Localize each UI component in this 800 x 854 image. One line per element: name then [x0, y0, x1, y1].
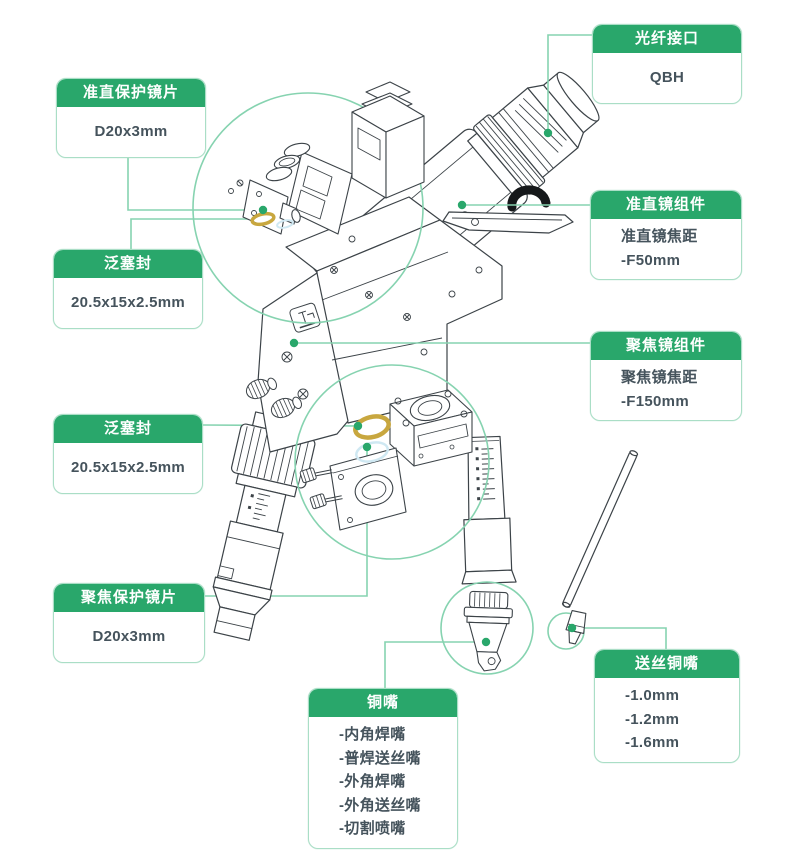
leader-lines-front	[294, 34, 592, 344]
callout-seal-top: 泛塞封 20.5x15x2.5mm	[53, 249, 203, 329]
clamp-bracket	[329, 447, 407, 531]
oring-seal-top	[250, 211, 276, 227]
housing-screws	[281, 235, 483, 400]
callout-value: -F50mm	[621, 251, 681, 269]
lower-barrel	[212, 411, 316, 641]
callout-wire-nozzle: 送丝铜嘴 -1.0mm -1.2mm -1.6mm	[594, 649, 740, 763]
oring-seal-bottom	[353, 414, 391, 440]
focus-exploded	[299, 389, 473, 531]
callout-focus-assembly: 聚焦镜组件 聚焦镜焦距 -F150mm	[590, 331, 742, 421]
callout-value: -内角焊嘴	[339, 726, 406, 743]
callout-title: 准直保护镜片	[57, 79, 205, 107]
dot-collimator-assembly	[457, 200, 467, 210]
wire-guide-rod	[561, 450, 639, 608]
leader-fiber	[547, 34, 592, 133]
callout-title: 送丝铜嘴	[595, 650, 739, 678]
callout-value: 准直镜焦距	[621, 228, 698, 245]
thumb-screw-2	[309, 493, 343, 510]
callout-value: 20.5x15x2.5mm	[71, 459, 185, 476]
adjust-knob-2	[270, 396, 303, 419]
dot-focus-assembly	[289, 338, 299, 348]
dot-fiber	[543, 128, 553, 138]
callout-value: -外角送丝嘴	[339, 796, 421, 814]
callout-title: 铜嘴	[309, 689, 457, 717]
dot-focus-lens	[362, 442, 372, 452]
trigger	[507, 185, 551, 212]
callout-value: -1.6mm	[625, 734, 680, 751]
callout-collimator-assembly: 准直镜组件 准直镜焦距 -F50mm	[590, 190, 742, 280]
focus-protective-lens	[355, 441, 389, 463]
small-screws	[228, 179, 244, 194]
adjust-knob-1	[245, 377, 278, 400]
callout-title: 聚焦镜组件	[591, 332, 741, 360]
callout-value: -外角焊嘴	[339, 773, 406, 790]
collimator-exploded	[228, 81, 425, 235]
callout-value: 20.5x15x2.5mm	[71, 294, 185, 311]
callout-value: -1.2mm	[625, 710, 680, 728]
callout-fiber-interface: 光纤接口 QBH	[592, 24, 742, 104]
callout-title: 准直镜组件	[591, 191, 741, 219]
qbh-connector	[467, 71, 600, 199]
handle	[442, 211, 574, 234]
callout-title: 泛塞封	[54, 250, 202, 278]
dot-nozzle	[481, 637, 491, 647]
leader-wire-nozzle	[572, 627, 667, 649]
leader-seal-top	[130, 218, 256, 249]
barrel-scale	[247, 493, 271, 520]
callout-title: 光纤接口	[593, 25, 741, 53]
callout-value: QBH	[649, 69, 685, 86]
callout-value: -切割喷嘴	[339, 820, 406, 837]
callout-value: -普焊送丝嘴	[339, 749, 421, 767]
main-housing	[245, 196, 503, 453]
callout-value: D20x3mm	[94, 123, 168, 140]
callout-title: 聚焦保护镜片	[54, 584, 204, 612]
leader-nozzle	[384, 641, 486, 688]
detail-circle-focus	[294, 364, 490, 560]
callout-title: 泛塞封	[54, 415, 202, 443]
callout-collimator-lens: 准直保护镜片 D20x3mm	[56, 78, 206, 158]
nozzle-holder-part	[461, 435, 517, 585]
callout-nozzle: 铜嘴 -内角焊嘴 -普焊送丝嘴 -外角焊嘴 -外角送丝嘴 -切割喷嘴	[308, 688, 458, 849]
detail-circles	[192, 92, 585, 675]
copper-nozzle	[463, 590, 513, 672]
leader-collimator-lens	[127, 154, 263, 211]
callout-value: 聚焦镜焦距	[621, 369, 698, 386]
detail-circle-nozzle	[440, 581, 534, 675]
callout-value: D20x3mm	[92, 628, 166, 645]
detail-circle-collimator	[192, 92, 424, 324]
dot-wire-tip	[567, 623, 577, 633]
callout-focus-lens: 聚焦保护镜片 D20x3mm	[53, 583, 205, 663]
callout-seal-bottom: 泛塞封 20.5x15x2.5mm	[53, 414, 203, 494]
dot-collimator-lens	[258, 205, 268, 215]
marker-dots	[258, 128, 577, 647]
callout-value: -F150mm	[621, 392, 689, 410]
dot-seal-bottom	[353, 421, 363, 431]
thumb-screw-1	[299, 467, 333, 484]
callout-value: -1.0mm	[625, 687, 680, 704]
